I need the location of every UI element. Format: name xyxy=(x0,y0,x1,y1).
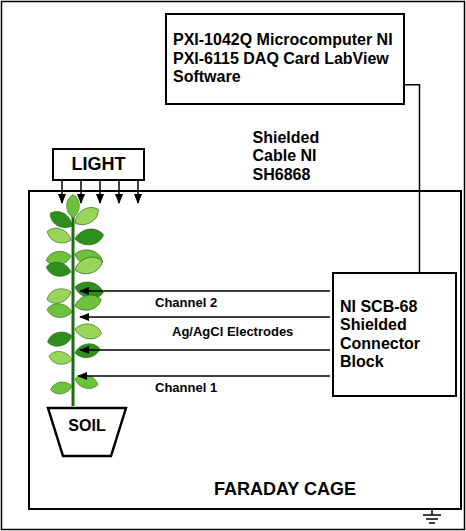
node-text: LIGHT xyxy=(72,154,126,175)
signal-label: Ag/AgCl Electrodes xyxy=(172,325,293,340)
cable-label-box: Shielded Cable NI SH6868 xyxy=(253,129,345,184)
light-box: LIGHT xyxy=(52,148,145,181)
node-text: FARADAY CAGE xyxy=(214,479,356,500)
channel-label-box: Channel 2 xyxy=(155,296,217,311)
pot-shape xyxy=(48,408,126,456)
shielded-cable xyxy=(405,85,420,272)
faraday-cage: NI SCB-68 Shielded Connector BlockSOIL FA… xyxy=(28,190,462,510)
signal-label: Channel 2 xyxy=(155,296,217,311)
computer-box: PXI-1042Q Microcomputer NI PXI-6115 DAQ … xyxy=(165,13,405,105)
node-text: SOIL xyxy=(68,417,105,435)
leaves xyxy=(45,195,105,396)
plant xyxy=(45,195,105,406)
channel-label-box: Ag/AgCl Electrodes xyxy=(172,325,293,340)
channel-label-box: Channel 1 xyxy=(155,381,217,396)
signal-label: Channel 1 xyxy=(155,381,217,396)
connector-block: NI SCB-68 Shielded Connector Block xyxy=(332,272,457,397)
node-text: NI SCB-68 Shielded Connector Block xyxy=(340,298,449,372)
soil-pot: SOIL xyxy=(47,407,127,457)
ground-symbol xyxy=(423,510,441,523)
node-text: PXI-1042Q Microcomputer NI PXI-6115 DAQ … xyxy=(173,31,397,86)
edge-label: Shielded Cable NI SH6868 xyxy=(253,129,345,184)
electrode-leads xyxy=(78,291,330,376)
